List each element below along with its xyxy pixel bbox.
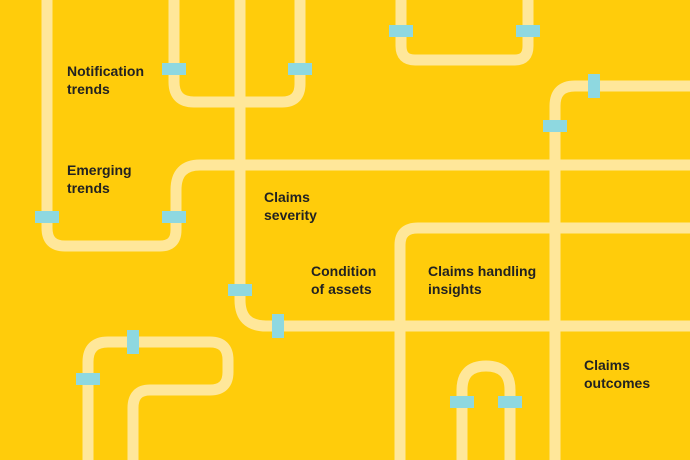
connector xyxy=(228,284,252,296)
label-condition-of-assets: Condition of assets xyxy=(311,262,376,298)
pipe-right-vertical xyxy=(549,80,690,460)
connector xyxy=(162,63,186,75)
label-line: insights xyxy=(428,281,482,297)
label-line: outcomes xyxy=(584,375,651,391)
label-claims-severity: Claims severity xyxy=(264,188,317,224)
connector xyxy=(450,396,474,408)
connector xyxy=(498,396,522,408)
connector xyxy=(127,330,139,354)
label-line: Condition xyxy=(311,263,377,279)
pipe-left-loop xyxy=(41,0,690,252)
label-line: Claims xyxy=(264,189,310,205)
connector xyxy=(76,373,100,385)
pipe-top-right-u xyxy=(395,0,534,66)
connector xyxy=(272,314,284,338)
label-line: severity xyxy=(264,207,317,223)
label-notification-trends: Notification trends xyxy=(67,62,144,98)
label-line: trends xyxy=(67,81,110,97)
pipe-bottom-left-s xyxy=(82,336,234,460)
label-claims-outcomes: Claims outcomes xyxy=(584,356,650,392)
label-line: Claims handling xyxy=(428,263,537,279)
label-line: Claims xyxy=(584,357,630,373)
pipe-inner-box xyxy=(394,222,690,460)
connector xyxy=(543,120,567,132)
connector xyxy=(516,25,540,37)
pipe-bottom-arch xyxy=(456,360,516,460)
label-claims-handling-insights: Claims handling insights xyxy=(428,262,536,298)
connector xyxy=(162,211,186,223)
connector xyxy=(588,74,600,98)
label-emerging-trends: Emerging trends xyxy=(67,161,132,197)
connector xyxy=(288,63,312,75)
label-line: Notification xyxy=(67,63,144,79)
label-line: Emerging xyxy=(67,162,132,178)
label-line: trends xyxy=(67,180,110,196)
pipe-main-vertical xyxy=(234,0,690,332)
connector xyxy=(389,25,413,37)
connector xyxy=(35,211,59,223)
label-line: of assets xyxy=(311,281,372,297)
